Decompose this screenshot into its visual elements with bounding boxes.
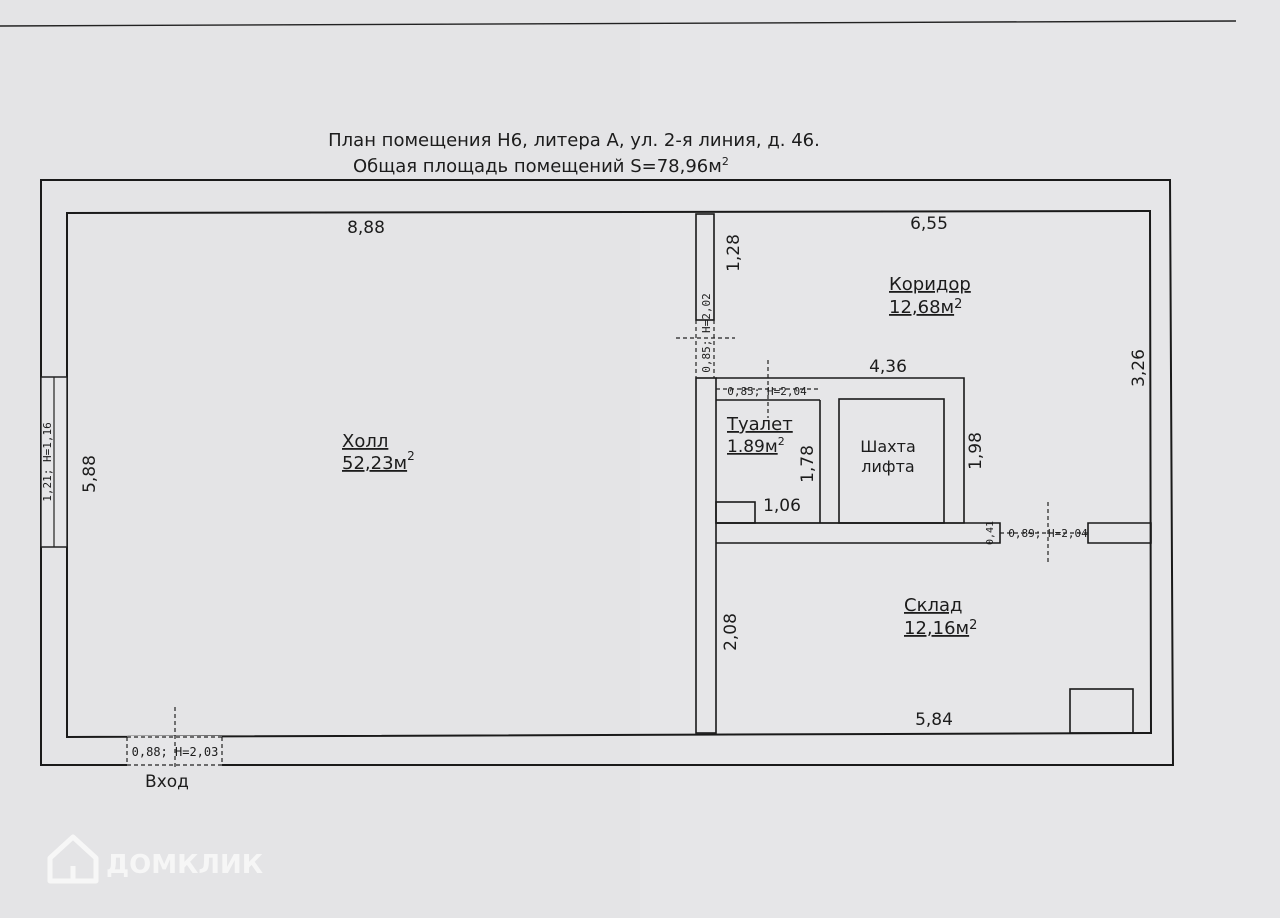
room-corridor-name: Коридор	[889, 274, 971, 295]
outer-wall-outline	[40, 179, 1175, 766]
wall-thickness-label: 0,41	[985, 521, 996, 545]
inner-wall-outline	[66, 209, 1153, 739]
partition-door-label: 0,85; H=2,02	[700, 293, 713, 372]
room-toilet-area: 1.89м2	[727, 435, 785, 457]
room-toilet-name: Туалет	[726, 414, 793, 435]
dim-toilet-height: 1,78	[798, 445, 818, 483]
shaft-label-line2: лифта	[861, 457, 914, 476]
room-storage-name: Склад	[904, 595, 962, 616]
room-hall-name: Холл	[342, 431, 388, 452]
dim-partition-bottom: 2,08	[721, 613, 741, 651]
room-hall-area: 52,23м2	[342, 449, 415, 474]
dim-shaft-right: 1,98	[966, 432, 986, 470]
entrance-door-label: 0,88; H=2,03	[132, 745, 219, 759]
dim-shaft-top: 4,36	[869, 357, 907, 377]
storage-door-label: 0,89; H=2,04	[1008, 527, 1088, 540]
shaft-label-line1: Шахта	[860, 437, 916, 456]
dim-partition-top: 1,28	[724, 234, 744, 272]
dim-right-wall: 3,26	[1129, 349, 1149, 387]
partition-upper	[695, 213, 715, 321]
storage-wall-right	[1087, 522, 1152, 544]
dim-hall-top: 8,88	[347, 218, 385, 238]
left-window-label: 1,21; H=1,16	[41, 422, 54, 501]
dim-storage-bottom: 5,84	[915, 710, 953, 730]
watermark-text: ДОМКЛИК	[106, 850, 263, 880]
room-corridor-area: 12,68м2	[889, 297, 962, 318]
toilet-door-label: 0,85; H=2,04	[727, 385, 807, 398]
plan-title: План помещения Н6, литера А, ул. 2-я лин…	[328, 130, 820, 151]
house-icon	[47, 834, 99, 884]
plan-subtitle: Общая площадь помещений S=78,96м2	[353, 155, 729, 177]
storage-cabinet	[1069, 688, 1134, 734]
room-storage-area: 12,16м2	[904, 618, 977, 639]
dim-hall-left: 5,88	[80, 455, 100, 493]
dim-corridor-top: 6,55	[910, 214, 948, 234]
entrance-label: Вход	[145, 772, 189, 792]
partition-lower	[695, 377, 717, 734]
top-rule-line	[0, 20, 1237, 27]
domclick-logo: ДОМКЛИК	[47, 834, 263, 884]
dim-toilet-ledge: 1,06	[763, 496, 801, 516]
